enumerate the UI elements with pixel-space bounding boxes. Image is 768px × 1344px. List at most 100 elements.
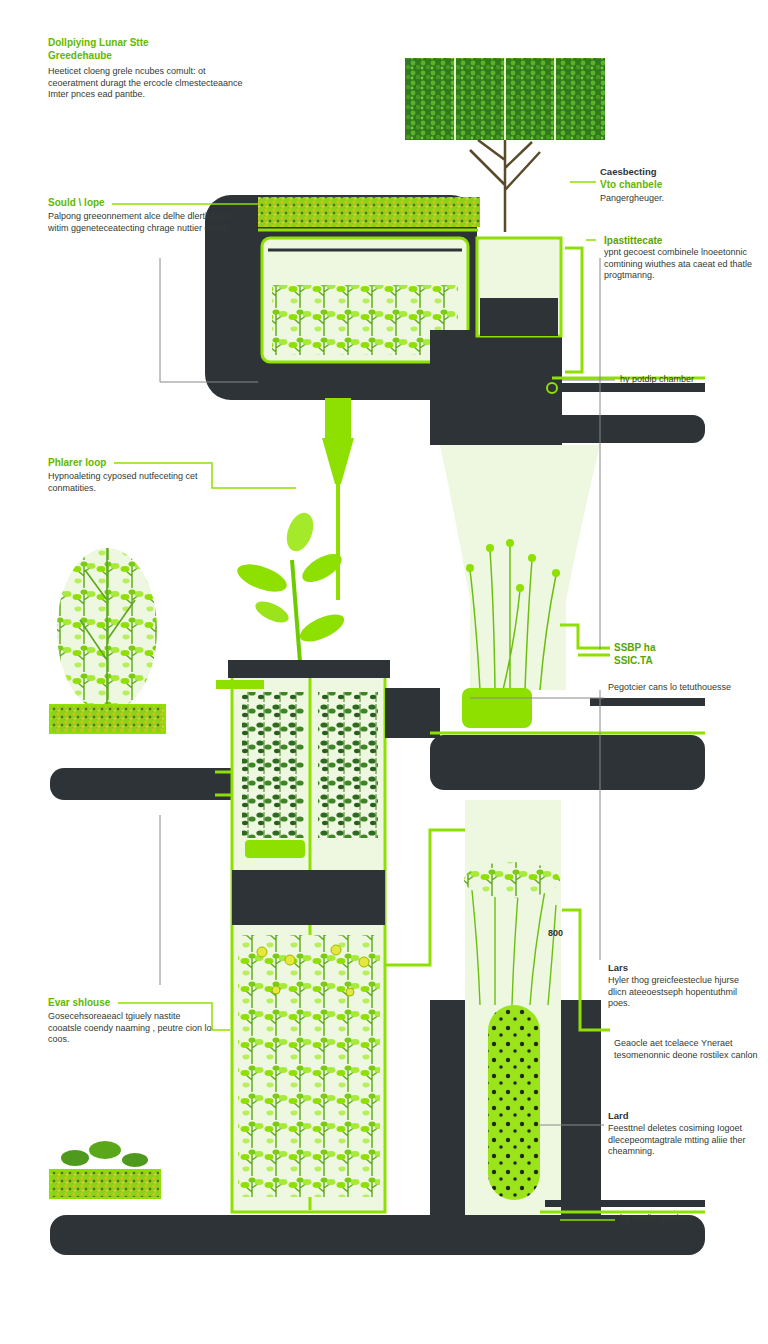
middle-column	[257, 947, 267, 957]
sprout-cone	[506, 539, 514, 547]
note-text: Geaocle aet tcelaece Yneraet tesomenonni…	[614, 1038, 760, 1061]
sprout-cone	[470, 545, 556, 690]
tomato-plant	[50, 705, 165, 733]
leader-line	[600, 690, 601, 960]
base-bar	[545, 1200, 705, 1207]
part-name: hy potdip pamben	[620, 1213, 692, 1225]
nutrient-funnel	[336, 484, 340, 600]
leader-line	[112, 182, 615, 1220]
bubble-tube	[561, 1000, 601, 1215]
upper-chamber	[268, 249, 462, 252]
middle-column	[216, 680, 264, 689]
seedling	[298, 548, 346, 587]
note-text: Gosecehsoreaeacl tgiuely nastite cooatsl…	[48, 1011, 213, 1046]
section-heading: Evar shlouse	[48, 996, 110, 1009]
leader-line	[160, 258, 258, 382]
leader-line	[470, 698, 604, 699]
sprout-cone	[590, 698, 705, 706]
leader-line	[540, 1125, 604, 1126]
leader-line	[600, 258, 601, 650]
part-name: SSIC.TA	[614, 654, 653, 667]
leader-line	[560, 1219, 615, 1221]
middle-column	[245, 840, 305, 858]
part-name: SSBP ha	[614, 641, 656, 654]
base-bar	[50, 1200, 705, 1255]
tomato-plant	[57, 548, 157, 712]
bubble-tube	[430, 1000, 465, 1215]
seedling	[292, 560, 300, 662]
leader-line	[112, 203, 258, 205]
seedling-tray	[50, 1170, 160, 1198]
upper-chamber	[258, 197, 480, 227]
upper-chamber	[258, 229, 478, 232]
sprout-cone	[385, 445, 705, 790]
seedling-tray	[89, 1141, 121, 1159]
sprout-cone	[552, 569, 560, 577]
note-text: Feesttnel deletes cosiming Iogoet dlecep…	[608, 1123, 760, 1158]
part-name: Lard	[608, 1110, 629, 1122]
hedge-block	[405, 58, 605, 140]
upper-right-tube	[547, 383, 557, 393]
middle-column	[257, 945, 369, 996]
tomato-plant	[80, 548, 135, 705]
middle-column	[232, 662, 385, 1212]
note-text: Palpong greeonnement alce delhe dlerthec…	[48, 211, 248, 234]
sprout-cone	[528, 554, 536, 562]
sprout-cone	[462, 688, 532, 728]
sprout-cone	[385, 688, 440, 738]
middle-column	[285, 955, 295, 965]
sprout-cone	[466, 564, 474, 572]
bubble-tube	[562, 910, 610, 1030]
middle-column	[228, 660, 390, 678]
middle-column	[242, 692, 304, 838]
sprout-cone	[440, 445, 600, 690]
tree-trunk	[470, 140, 540, 232]
middle-column	[215, 794, 232, 797]
note-text: Pangergheuger.	[600, 193, 664, 205]
upper-right-tube	[430, 415, 705, 443]
bubble-tube	[464, 862, 560, 898]
middle-column	[346, 988, 354, 996]
bubble-tube	[430, 800, 610, 1220]
seedling	[252, 597, 291, 627]
callout-number: 800	[548, 928, 563, 940]
hedge-block	[455, 58, 555, 140]
note-text: Heeticet cloeng grele ncubes comult: ot …	[48, 66, 248, 101]
middle-column	[232, 870, 385, 925]
upper-right-tube	[477, 238, 561, 336]
leader-line	[562, 380, 615, 381]
upper-right-tube	[545, 383, 705, 392]
nutrient-funnel	[325, 398, 351, 438]
sprout-cone	[466, 539, 560, 592]
note-text: Pegotcier cans lo tetuthouesse	[608, 682, 748, 694]
seedling	[296, 609, 348, 647]
hedge-block	[405, 58, 605, 140]
seedling-tray	[50, 1141, 160, 1198]
leader-line	[570, 181, 596, 183]
part-name: Lars	[608, 962, 628, 974]
note-text: Hyler thog greicfeesteclue hjurse dlicn …	[608, 975, 760, 1010]
base-bar	[50, 1215, 705, 1255]
middle-column	[331, 945, 341, 955]
middle-column	[318, 692, 378, 838]
leader-line	[586, 239, 596, 241]
sprout-cone	[430, 732, 705, 735]
note-text: ypnt gecoest combinele lnoeetonnic comti…	[604, 247, 759, 282]
part-name: Caesbecting	[600, 166, 657, 178]
leader-line	[160, 258, 615, 1125]
part-name: hy potdip chamber	[620, 374, 694, 386]
note-text: Hypnoaleting cyposed nutfeceting cet con…	[48, 471, 223, 494]
nutrient-funnel	[322, 438, 354, 484]
part-name: Ipastittecate	[604, 234, 662, 247]
sprout-cone	[516, 584, 524, 592]
seedling-tray	[61, 1150, 89, 1166]
seedling	[234, 509, 348, 662]
tomato-plant	[50, 548, 165, 733]
middle-column	[238, 935, 380, 1197]
part-name: Vto chanbele	[600, 178, 662, 191]
middle-column	[359, 957, 369, 967]
middle-column	[272, 986, 280, 994]
tree-trunk	[470, 140, 540, 232]
seedling-tray	[122, 1153, 148, 1167]
leader-line	[160, 815, 161, 985]
